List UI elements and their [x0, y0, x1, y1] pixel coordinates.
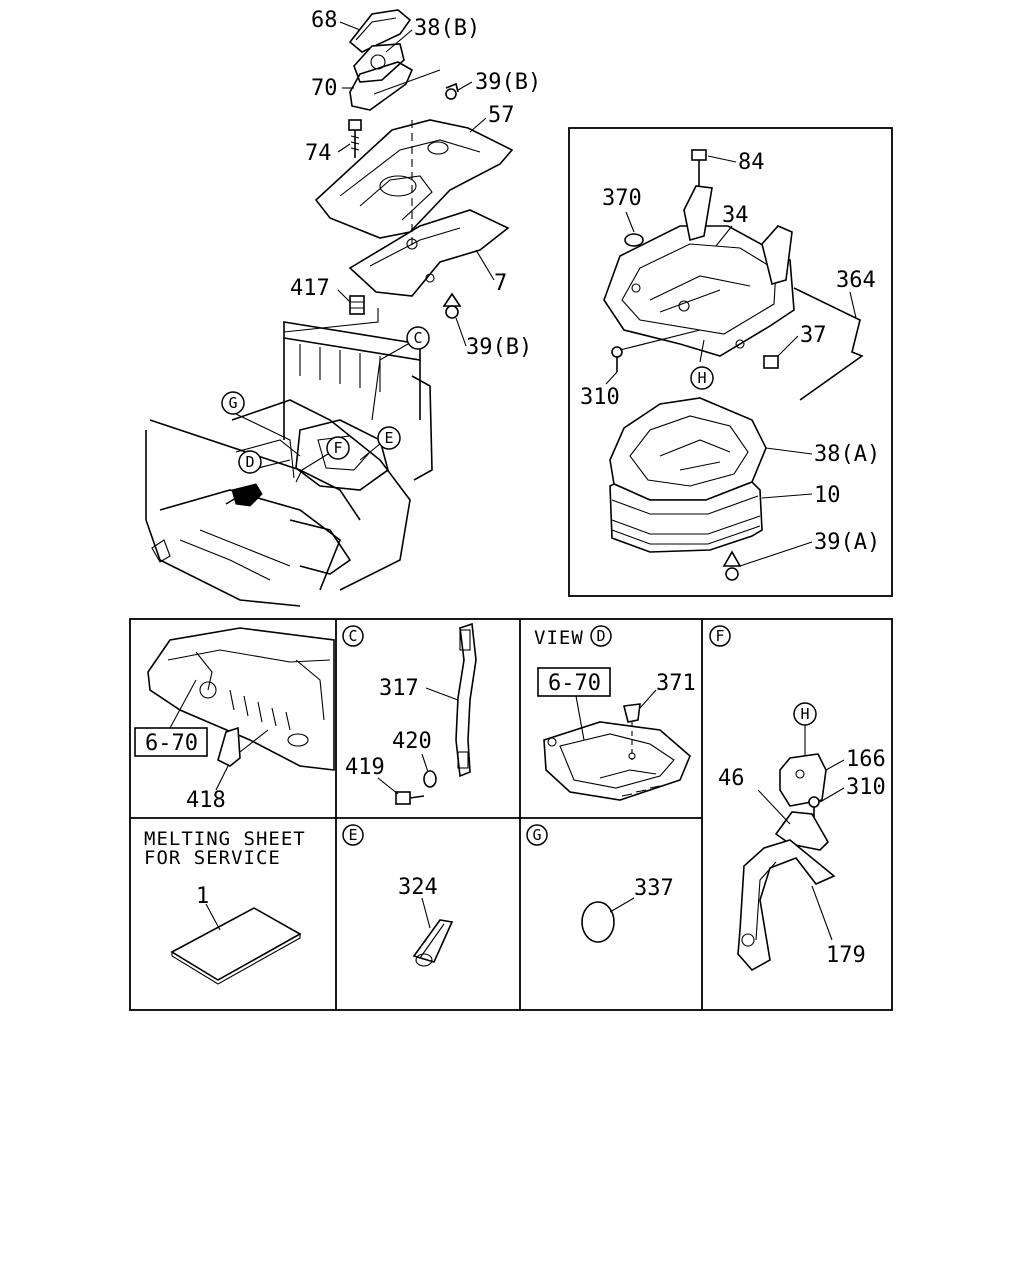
part-74-bolt [348, 119, 362, 158]
label-420: 420 [392, 729, 432, 754]
part-70-seal [349, 61, 414, 111]
svg-text:F: F [333, 439, 342, 457]
label-418: 418 [186, 788, 226, 813]
panel-view-d: VIEW D 6-70 371 [534, 625, 696, 801]
callout-d: D [238, 450, 262, 474]
part-1-sheet [170, 907, 302, 981]
label-317: 317 [379, 676, 419, 701]
part-420-washer [423, 770, 437, 788]
part-68-cover [348, 9, 412, 53]
label-38a: 38(A) [814, 442, 880, 467]
label-39a: 39(A) [814, 530, 880, 555]
melt-line-1: MELTING SHEET [144, 828, 306, 850]
part-317-strap [455, 622, 477, 778]
part-310-bolt [611, 346, 623, 372]
label-34: 34 [722, 203, 749, 228]
panel-418: 6-70 418 [134, 627, 335, 813]
panel-418-ref-box [134, 727, 208, 757]
label-74: 74 [305, 141, 332, 166]
detail-grid: 6-70 418 C 317 420 419 [129, 618, 893, 1011]
part-419-bolt [395, 791, 425, 805]
part-166-bracket [779, 753, 827, 807]
callout-g: G [221, 391, 295, 479]
part-84-bolt [691, 149, 707, 186]
panel-f: F H 166 46 310 179 [709, 625, 886, 972]
label-46: 46 [718, 766, 745, 791]
panel-e: E 324 [342, 824, 454, 967]
part-39b-clip-mid [442, 292, 462, 319]
label-1: 1 [196, 884, 209, 909]
part-37-bumper [763, 355, 779, 369]
svg-text:D: D [245, 453, 254, 471]
part-417-grommet [349, 295, 365, 315]
label-68: 68 [311, 8, 338, 33]
label-166: 166 [846, 747, 886, 772]
svg-text:C: C [348, 627, 357, 645]
label-37: 37 [800, 323, 827, 348]
label-7: 7 [494, 271, 507, 296]
svg-text:E: E [384, 429, 393, 447]
callout-f: F [295, 436, 350, 483]
part-370-plug [624, 233, 644, 247]
part-7-lower-panel [348, 209, 510, 297]
label-84: 84 [738, 150, 765, 175]
label-324: 324 [398, 875, 438, 900]
callout-h-main: H [690, 366, 714, 390]
panel-d-ref: 6-70 [548, 671, 601, 696]
panel-418-ref: 6-70 [145, 731, 198, 756]
part-418-pad [217, 726, 241, 767]
part-34-tray [603, 185, 795, 357]
view-d-arrow [225, 483, 263, 507]
svg-text:H: H [800, 705, 809, 723]
label-179: 179 [826, 943, 866, 968]
part-10-box [609, 481, 763, 553]
vehicle-floor-body [145, 321, 433, 607]
svg-text:E: E [348, 826, 357, 844]
part-371-nut [623, 703, 641, 723]
label-417: 417 [290, 276, 330, 301]
melt-line-2: FOR SERVICE [144, 847, 281, 869]
label-310: 310 [580, 385, 620, 410]
part-337-plug [581, 901, 615, 943]
label-419: 419 [345, 755, 385, 780]
svg-text:G: G [228, 394, 237, 412]
svg-text:H: H [697, 369, 706, 387]
battery-tray-box: H 84 370 34 364 37 310 3 [568, 127, 893, 597]
panel-melting-sheet: MELTING SHEET FOR SERVICE 1 [144, 828, 306, 985]
svg-text:F: F [715, 627, 724, 645]
label-364: 364 [836, 268, 876, 293]
label-370: 370 [602, 186, 642, 211]
part-57-upper-panel [314, 119, 514, 239]
part-179-bracket [737, 839, 836, 972]
svg-text:G: G [532, 826, 541, 844]
label-337: 337 [634, 876, 674, 901]
label-371: 371 [656, 671, 696, 696]
label-39b-mid: 39(B) [466, 335, 532, 360]
label-310-f: 310 [846, 775, 886, 800]
part-39a-clip [722, 550, 742, 581]
label-70: 70 [311, 76, 338, 101]
callout-e: E [359, 426, 401, 461]
svg-text:D: D [596, 627, 605, 645]
label-39b-top: 39(B) [475, 70, 541, 95]
part-364-rod [793, 287, 864, 401]
part-324-clip [412, 919, 454, 963]
label-10: 10 [814, 483, 841, 508]
label-38b: 38(B) [414, 16, 480, 41]
part-39b-clip-top [445, 82, 459, 100]
part-38a-cover [609, 397, 767, 501]
panel-d-ref-box [537, 667, 611, 697]
label-57: 57 [488, 103, 515, 128]
callout-c: C [371, 326, 430, 421]
main-assembly: C G E F D 68 38(B) 70 39(B) 5 [145, 8, 541, 607]
panel-view-label: VIEW [534, 627, 584, 649]
svg-text:C: C [413, 329, 422, 347]
panel-g: G 337 [526, 824, 674, 943]
panel-c: C 317 420 419 [342, 622, 477, 805]
